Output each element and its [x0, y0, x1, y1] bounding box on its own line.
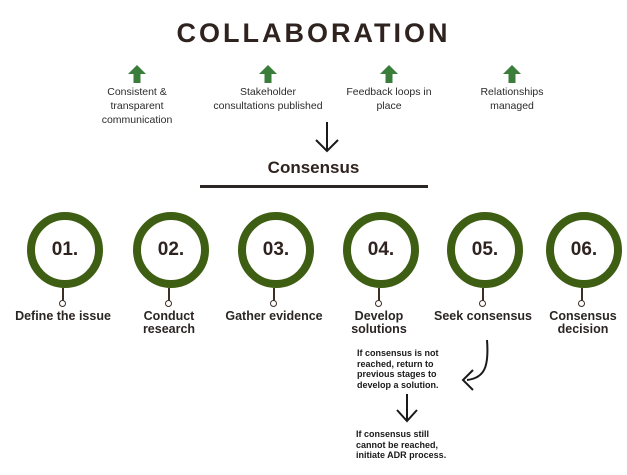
step-label-05: Seek consensus: [434, 309, 532, 323]
connector-stem: [378, 288, 380, 302]
step-label-01: Define the issue: [15, 309, 111, 323]
outcome-consultations: Stakeholder consultations published: [213, 86, 323, 112]
connector-dot: [578, 300, 585, 307]
adr-note: If consensus still cannot be reached, in…: [356, 429, 447, 460]
return-arrow-icon: [461, 339, 489, 391]
step-circle-05: 05.: [447, 212, 523, 288]
up-arrow-icon: [128, 65, 146, 83]
step-circle-06: 06.: [546, 212, 622, 288]
connector-dot: [479, 300, 486, 307]
step-circle-01: 01.: [27, 212, 103, 288]
up-arrow-icon: [380, 65, 398, 83]
connector-dot: [375, 300, 382, 307]
step-label-06: Consensus decision: [549, 309, 617, 336]
step-number: 01.: [51, 239, 79, 260]
connector-dot: [270, 300, 277, 307]
down-arrow-icon: [396, 394, 418, 423]
connector-stem: [62, 288, 64, 302]
connector-dot: [59, 300, 66, 307]
connector-stem: [168, 288, 170, 302]
down-arrow-icon: [315, 122, 339, 153]
step-circle-03: 03.: [238, 212, 314, 288]
up-arrow-icon: [503, 65, 521, 83]
step-label-03: Gather evidence: [225, 309, 323, 323]
consensus-heading: Consensus: [267, 158, 360, 177]
step-number: 02.: [157, 239, 185, 260]
outcome-feedback: Feedback loops in place: [346, 86, 432, 112]
step-number: 06.: [570, 239, 598, 260]
step-circle-02: 02.: [133, 212, 209, 288]
diagram-title: COLLABORATION: [176, 18, 451, 48]
step-circle-04: 04.: [343, 212, 419, 288]
up-arrow-icon: [259, 65, 277, 83]
return-note: If consensus is not reached, return to p…: [357, 348, 439, 390]
connector-stem: [482, 288, 484, 302]
connector-stem: [581, 288, 583, 302]
connector-dot: [165, 300, 172, 307]
step-label-02: Conduct research: [142, 309, 196, 336]
outcome-relationships: Relationships managed: [480, 86, 544, 112]
step-number: 04.: [367, 239, 395, 260]
step-number: 05.: [471, 239, 499, 260]
step-number: 03.: [262, 239, 290, 260]
connector-stem: [273, 288, 275, 302]
outcome-communication: Consistent & transparent communication: [101, 86, 173, 126]
step-label-04: Develop solutions: [351, 309, 407, 336]
divider: [200, 185, 428, 188]
